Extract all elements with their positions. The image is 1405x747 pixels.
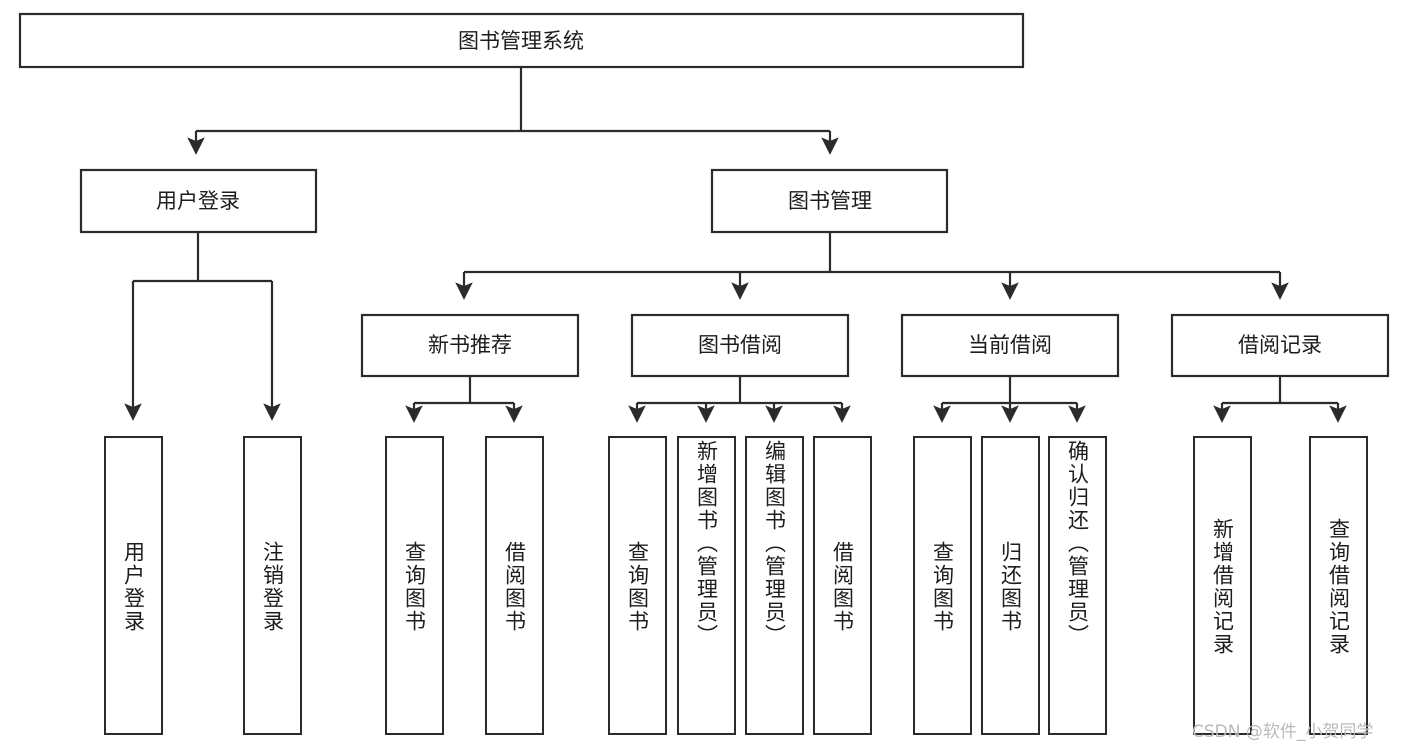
node-new-book-rec[interactable]: 新书推荐	[360, 313, 580, 378]
node-leaf-confirm-return[interactable]: 确认归还（管理员）	[1048, 436, 1107, 735]
node-leaf-confirm-return-label: 确认归还（管理员）	[1065, 440, 1090, 647]
edge-currentborrow-to-leaves	[933, 376, 1086, 423]
edge-bookmanage-to-level3	[455, 232, 1289, 300]
edge-bookborrow-to-leaves	[628, 376, 851, 423]
node-borrow-record-label: 借阅记录	[1238, 333, 1322, 357]
edge-userlogin-to-leaves	[124, 232, 281, 421]
node-root[interactable]: 图书管理系统	[18, 12, 1025, 69]
node-leaf-logout[interactable]: 注销登录	[243, 436, 302, 735]
node-leaf-add-book-label: 新增图书（管理员）	[694, 440, 719, 647]
node-current-borrow[interactable]: 当前借阅	[900, 313, 1120, 378]
node-leaf-user-login[interactable]: 用户登录	[104, 436, 163, 735]
node-leaf-query-book-1[interactable]: 查询图书	[385, 436, 444, 735]
node-book-borrow[interactable]: 图书借阅	[630, 313, 850, 378]
node-borrow-record[interactable]: 借阅记录	[1170, 313, 1390, 378]
node-root-label: 图书管理系统	[458, 29, 584, 53]
node-user-login[interactable]: 用户登录	[79, 168, 318, 234]
edge-newbook-to-leaves	[405, 376, 523, 423]
node-leaf-borrow-book-2-label: 借阅图书	[830, 540, 855, 633]
node-current-borrow-label: 当前借阅	[968, 333, 1052, 357]
node-leaf-query-book-2-label: 查询图书	[625, 540, 650, 633]
node-book-borrow-label: 图书借阅	[698, 333, 782, 357]
node-leaf-query-book-2[interactable]: 查询图书	[608, 436, 667, 735]
edge-root-to-level2	[187, 67, 839, 155]
node-leaf-query-book-3-label: 查询图书	[930, 540, 955, 633]
node-book-manage-label: 图书管理	[788, 189, 872, 213]
node-new-book-rec-label: 新书推荐	[428, 333, 512, 357]
node-leaf-borrow-book-1-label: 借阅图书	[502, 540, 527, 633]
node-leaf-query-record-label: 查询借阅记录	[1326, 517, 1351, 656]
node-leaf-return-book-label: 归还图书	[998, 540, 1023, 633]
node-user-login-label: 用户登录	[156, 189, 240, 213]
node-leaf-user-login-label: 用户登录	[121, 540, 146, 633]
node-leaf-borrow-book-2[interactable]: 借阅图书	[813, 436, 872, 735]
node-leaf-query-book-3[interactable]: 查询图书	[913, 436, 972, 735]
node-leaf-edit-book-label: 编辑图书（管理员）	[762, 440, 787, 647]
node-leaf-query-book-1-label: 查询图书	[402, 540, 427, 633]
node-leaf-add-record[interactable]: 新增借阅记录	[1193, 436, 1252, 735]
node-book-manage[interactable]: 图书管理	[710, 168, 949, 234]
edge-borrowrecord-to-leaves	[1213, 376, 1347, 423]
node-leaf-query-record[interactable]: 查询借阅记录	[1309, 436, 1368, 735]
node-leaf-edit-book[interactable]: 编辑图书（管理员）	[745, 436, 804, 735]
node-leaf-add-book[interactable]: 新增图书（管理员）	[677, 436, 736, 735]
node-leaf-return-book[interactable]: 归还图书	[981, 436, 1040, 735]
node-leaf-borrow-book-1[interactable]: 借阅图书	[485, 436, 544, 735]
node-leaf-add-record-label: 新增借阅记录	[1210, 517, 1235, 656]
node-leaf-logout-label: 注销登录	[260, 540, 285, 633]
